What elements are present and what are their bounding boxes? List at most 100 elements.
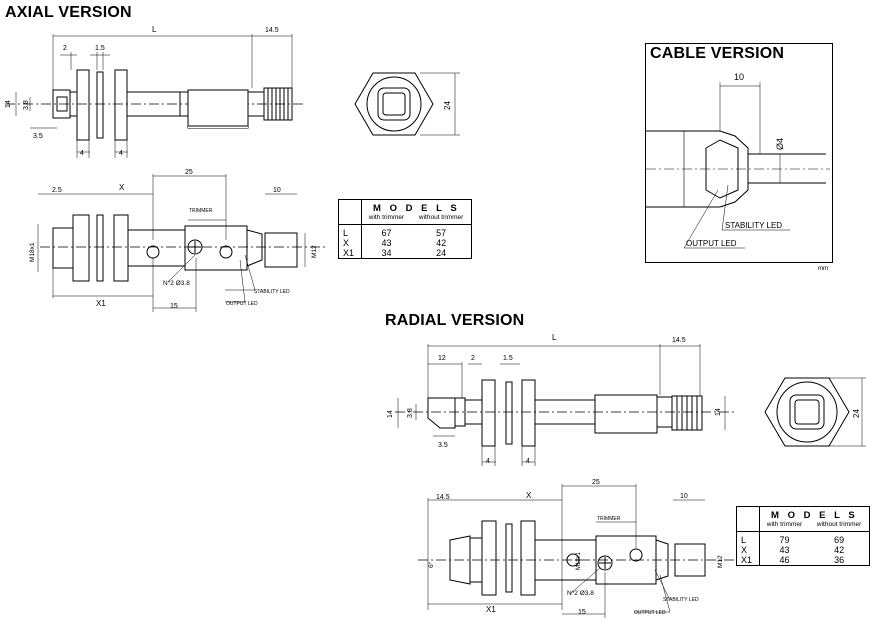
radial-hex-view xyxy=(764,377,866,447)
radial-top-dims: 14.5 X 25 10 TRIMMER M18x1 M12 6° N°2 Ø3… xyxy=(427,479,724,616)
r-dim-4a: 4 xyxy=(486,458,490,465)
axial-hex-view xyxy=(354,72,460,136)
r-dim-X: X xyxy=(526,491,532,500)
r-dim-X1: X1 xyxy=(486,605,496,614)
row-with: 46 xyxy=(779,555,790,565)
cable-dim-10: 10 xyxy=(734,72,744,82)
cable-stability-led: STABILITY LED xyxy=(725,221,782,230)
table-row: X 43 42 xyxy=(339,238,471,248)
r-dim-12: 12 xyxy=(438,355,446,362)
dim-X1: X1 xyxy=(96,299,106,308)
col-without-trimmer: without trimmer xyxy=(411,214,471,225)
row-without: 69 xyxy=(834,535,845,545)
r-dim-14-5b: 14.5 xyxy=(436,494,450,501)
unit-mm: mm xyxy=(818,266,828,272)
row-key: X1 xyxy=(737,555,760,565)
cable-dims: 10 Ø4 STABILITY LED OUTPUT LED mm xyxy=(686,72,828,272)
r-dim-2: 2 xyxy=(471,355,475,362)
row-with: 79 xyxy=(779,535,790,545)
radial-top-view xyxy=(418,484,735,618)
m18-label: M18x1 xyxy=(29,242,36,262)
row-without: 42 xyxy=(834,545,845,555)
dim-2-5: 2.5 xyxy=(52,187,62,194)
dim-3-8: 3.8 xyxy=(23,100,30,110)
r-trimmer-label: TRIMMER xyxy=(597,516,621,522)
axial-side-dims: L 14.5 2 1.5 14 3.8 3.5 4 4 xyxy=(5,25,279,157)
dim-4b: 4 xyxy=(119,150,123,157)
r-dim-10: 10 xyxy=(680,493,688,500)
r-dim-1-5: 1.5 xyxy=(503,355,513,362)
dim-15: 15 xyxy=(170,303,178,310)
col-without-trimmer: without trimmer xyxy=(809,521,869,532)
models-heading: M O D E L S xyxy=(771,510,858,521)
radial-title: RADIAL VERSION xyxy=(385,312,525,329)
stability-led-label: STABILITY LED xyxy=(254,289,290,295)
dim-14-5: 14.5 xyxy=(265,27,279,34)
table-row: L 67 57 xyxy=(339,224,471,238)
axial-side-view xyxy=(5,34,305,158)
r-dim-14b: 14 xyxy=(715,408,722,416)
output-led-label: OUTPUT LED xyxy=(226,301,258,307)
r-dim-3-8: 3.8 xyxy=(407,408,414,418)
dim-14: 14 xyxy=(5,100,12,108)
r-dim-3-5: 3.5 xyxy=(438,442,448,449)
dim-1-5: 1.5 xyxy=(95,45,105,52)
dim-L: L xyxy=(152,25,157,34)
r-dim-25: 25 xyxy=(592,479,600,486)
row-key: L xyxy=(339,224,362,238)
axial-title: AXIAL VERSION xyxy=(5,4,132,21)
row-with: 43 xyxy=(779,545,790,555)
cable-detail xyxy=(646,82,830,249)
r-m18-label: M18x1 xyxy=(576,551,582,570)
dim-2: 2 xyxy=(63,45,67,52)
row-without: 42 xyxy=(436,238,447,248)
r-output-led-label: OUTPUT LED xyxy=(634,610,666,616)
col-with-trimmer: with trimmer xyxy=(759,521,810,532)
axial-top-dims: 2.5 X 25 10 TRIMMER M18x1 M12 N°2 Ø3.8 S… xyxy=(29,169,318,310)
row-without: 36 xyxy=(834,555,845,565)
row-key: X xyxy=(737,545,760,555)
col-with-trimmer: with trimmer xyxy=(361,214,412,225)
r-n2-label: N°2 Ø3.8 xyxy=(567,589,594,597)
row-with: 34 xyxy=(381,248,392,258)
dim-25: 25 xyxy=(185,169,193,176)
dim-4a: 4 xyxy=(80,150,84,157)
m12-label: M12 xyxy=(311,245,318,258)
table-row: X1 46 36 xyxy=(737,555,869,565)
r-dim-15: 15 xyxy=(578,609,586,616)
cable-output-led: OUTPUT LED xyxy=(686,239,737,248)
table-row: X1 34 24 xyxy=(339,248,471,258)
trimmer-label: TRIMMER xyxy=(189,208,213,214)
row-key: L xyxy=(737,531,760,545)
r-hex-24: 24 xyxy=(852,409,861,418)
dim-3-5: 3.5 xyxy=(33,133,43,140)
row-with: 43 xyxy=(381,238,392,248)
r-dim-4b: 4 xyxy=(526,458,530,465)
cable-dim-4: Ø4 xyxy=(775,138,785,150)
radial-side-view xyxy=(395,344,735,466)
row-key: X xyxy=(339,238,362,248)
row-with: 67 xyxy=(381,228,392,238)
table-row: L 79 69 xyxy=(737,531,869,545)
hex-24: 24 xyxy=(443,101,452,110)
n2-label: N°2 Ø3.8 xyxy=(163,279,190,287)
r-stability-led-label: STABILITY LED xyxy=(663,597,699,603)
table-row: X 43 42 xyxy=(737,545,869,555)
dim-10: 10 xyxy=(273,187,281,194)
r-dim-L: L xyxy=(552,333,557,342)
row-without: 57 xyxy=(436,228,447,238)
r-dim-14: 14 xyxy=(387,410,394,418)
r-angle-6: 6° xyxy=(427,561,435,568)
row-key: X1 xyxy=(339,248,362,258)
row-without: 24 xyxy=(436,248,447,258)
r-m12-label: M12 xyxy=(717,555,724,568)
radial-side-dims: L 14.5 12 2 1.5 14 3.8 3.5 4 4 14 xyxy=(387,333,722,465)
cable-title: CABLE VERSION xyxy=(650,45,785,62)
r-dim-14-5: 14.5 xyxy=(672,337,686,344)
cable-version-box: CABLE VERSION xyxy=(645,43,833,263)
dim-X: X xyxy=(119,183,125,192)
axial-top-view xyxy=(37,174,325,312)
